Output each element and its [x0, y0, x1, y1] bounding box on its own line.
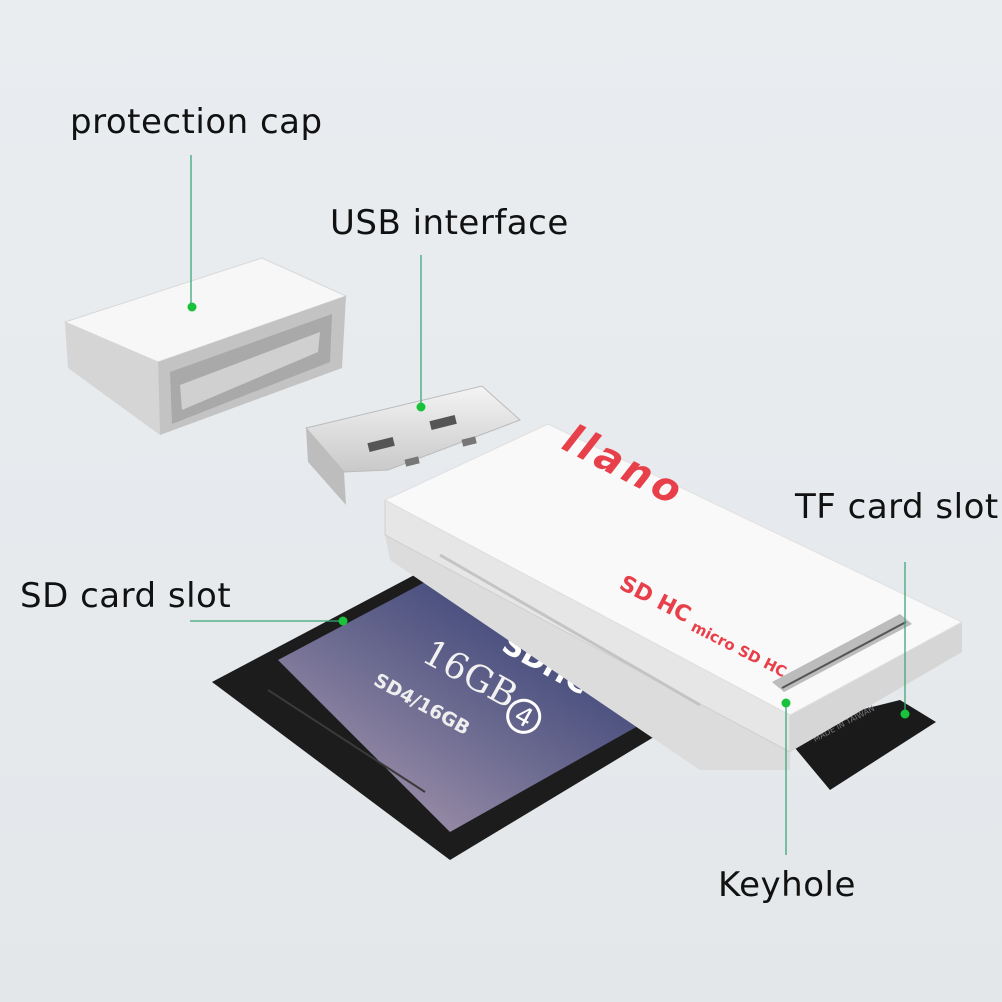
callout-dot-keyhole: [781, 698, 791, 708]
callout-dot-sd: [338, 616, 348, 626]
label-tf-card-slot: TF card slot: [795, 487, 999, 527]
callouts: [190, 155, 906, 855]
protection-cap: [63, 257, 348, 435]
callout-dot-protection-cap: [187, 302, 197, 312]
usb-plug: [305, 385, 521, 505]
card-reader-body: llano SD HC micro SD HC: [383, 416, 964, 770]
callout-dot-tf: [900, 709, 910, 719]
label-usb-interface: USB interface: [330, 203, 569, 243]
callout-dot-usb: [416, 402, 426, 412]
keyhole-slot: [772, 614, 912, 692]
label-protection-cap: protection cap: [70, 102, 323, 142]
label-sd-card-slot: SD card slot: [20, 576, 232, 616]
label-keyhole: Keyhole: [718, 865, 856, 905]
